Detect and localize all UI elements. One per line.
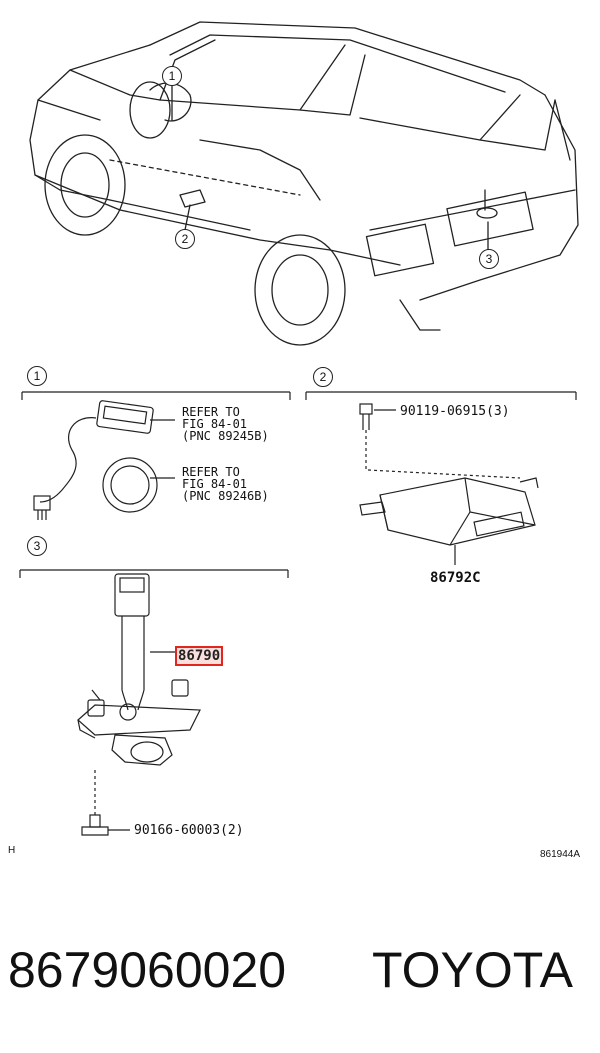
brand-name: TOYOTA: [372, 942, 573, 998]
refer-b-line3: (PNC 89246B): [182, 489, 269, 503]
callout-3-overview: 3: [479, 249, 499, 269]
refer-a-line1: REFER TO: [182, 405, 240, 419]
bolt-part-label: 90119-06915(3): [400, 404, 510, 419]
camera-part-highlight[interactable]: 86790: [175, 646, 224, 666]
refer-b-line2: FIG 84-01: [182, 477, 248, 491]
section3-frame: [19, 569, 289, 836]
callout-2-section: 2: [313, 367, 333, 387]
part-number: 8679060020: [8, 942, 287, 998]
vehicle-drawing: [29, 21, 579, 346]
section1-frame: [21, 391, 291, 520]
callout-3-section: 3: [27, 536, 47, 556]
callout-2-overview: 2: [175, 229, 195, 249]
section2-frame: [305, 391, 577, 565]
callout-1-overview: 1: [162, 66, 182, 86]
refer-a-line3: (PNC 89245B): [182, 429, 269, 443]
ecu-part-label: 86792C: [430, 570, 481, 586]
drawing-code: 861944A: [540, 849, 581, 860]
screw-part-label: 90166-60003(2): [134, 823, 244, 838]
callout-1-section: 1: [27, 366, 47, 386]
refer-b-line1: REFER TO: [182, 465, 240, 479]
corner-mark: H: [8, 845, 16, 856]
refer-a-line2: FIG 84-01: [182, 417, 248, 431]
